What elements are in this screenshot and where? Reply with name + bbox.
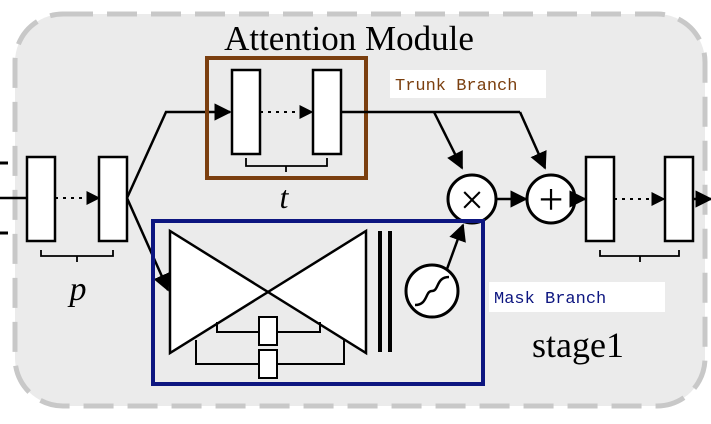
mask-input-line (125, 197, 170, 292)
trunk-branch-label-bg (390, 70, 546, 98)
trunk-branch-label: Trunk Branch (395, 77, 517, 96)
residual-unit (663, 155, 695, 243)
multiply-symbol: × (460, 178, 484, 224)
conv-bar (388, 231, 392, 352)
upsample-triangle (265, 228, 368, 356)
previous-block-stub (0, 161, 27, 235)
residual-unit (25, 155, 57, 243)
downsample-triangle (168, 228, 271, 356)
add-symbol: + (539, 175, 564, 224)
mask-branch-box (151, 219, 485, 386)
attention-module-title: Attention Module (224, 19, 474, 58)
conv-bar (378, 231, 382, 352)
residual-unit (97, 155, 129, 243)
trunk-residual-unit (311, 68, 343, 156)
stage-label: stage1 (532, 325, 624, 365)
trunk-residual-unit (230, 68, 262, 156)
p-label-left: p (68, 271, 87, 308)
post-processing-units (584, 155, 711, 262)
skip-residual-unit (258, 349, 278, 379)
t-label: t (280, 179, 290, 215)
trunk-branch-box (205, 56, 368, 180)
pre-processing-units (25, 155, 129, 262)
mask-branch-label-bg (489, 282, 665, 312)
mask-branch-label: Mask Branch (494, 290, 606, 309)
residual-unit (584, 155, 616, 243)
mask-output-line (445, 223, 466, 270)
skip-residual-unit (258, 316, 278, 346)
